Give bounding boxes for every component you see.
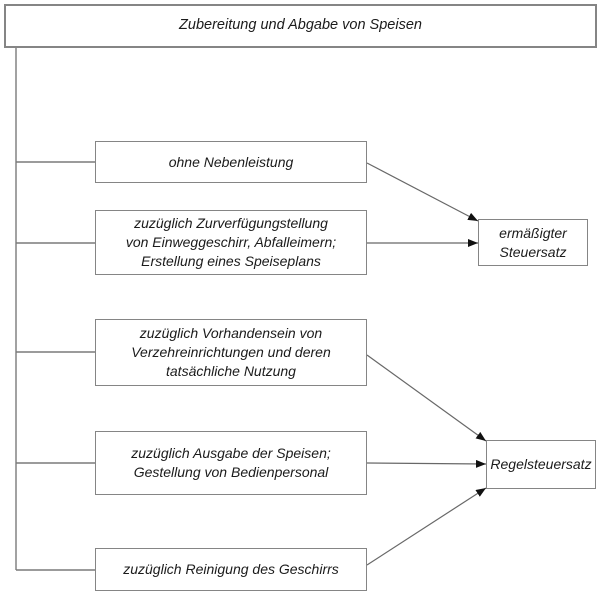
outcome-label: ermäßigter Steuersatz [499,224,567,260]
outcome-label: Regelsteuersatz [490,456,592,473]
arrow-condition3-to-standard [366,354,487,442]
condition-box-ohne-nebenleistung: ohne Nebenleistung [95,141,367,183]
condition-label: ohne Nebenleistung [168,153,294,170]
condition-label: zuzüglich Ausgabe der Speisen; Gestellun… [131,445,331,480]
condition-box-verzehreinrichtungen: zuzüglich Vorhandensein von Verzehreinri… [95,319,367,386]
condition-box-bedienpersonal: zuzüglich Ausgabe der Speisen; Gestellun… [95,431,367,495]
arrow-condition4-to-standard [366,459,487,468]
outcome-box-standard-rate: Regelsteuersatz [486,440,596,489]
outcome-box-reduced-rate: ermäßigter Steuersatz [478,219,588,266]
condition-label: zuzüglich Vorhandensein von Verzehreinri… [131,325,331,379]
condition-label: zuzüglich Reinigung des Geschirrs [123,561,339,578]
condition-box-reinigung: zuzüglich Reinigung des Geschirrs [95,548,367,591]
condition-box-einweggeschirr: zuzüglich Zurverfügungstellung von Einwe… [95,210,367,275]
arrow-condition1-to-reduced [366,162,479,222]
title-text: Zubereitung und Abgabe von Speisen [179,17,422,34]
title-box: Zubereitung und Abgabe von Speisen [4,4,597,48]
arrow-condition5-to-standard [366,487,487,566]
condition-label: zuzüglich Zurverfügungstellung von Einwe… [125,215,337,269]
